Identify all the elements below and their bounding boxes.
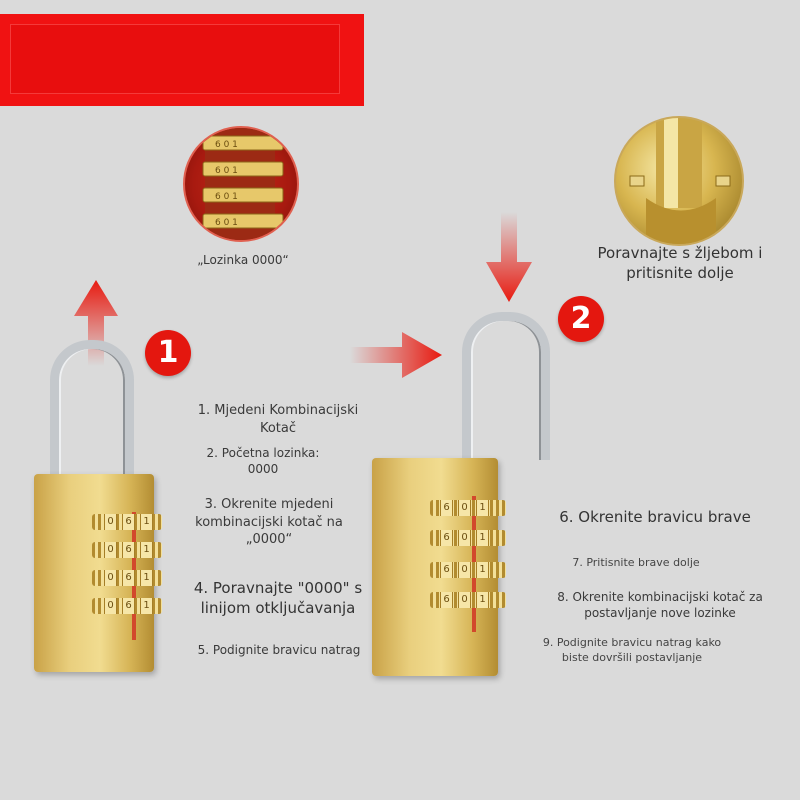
padlock-right: 6 0 1 6 0 1 6 0 1 6 0 1 [366, 300, 550, 680]
wheel-digit: 6 [122, 542, 135, 558]
lock-body-left: 0 6 1 0 6 1 0 6 1 0 6 1 [34, 474, 162, 672]
step-1-text: 1. Mjedeni Kombinacijski Kotač [197, 403, 359, 436]
zoom-label-right: Poravnajte s žljebom i pritisnite dolje [597, 244, 763, 283]
wheel-digit: 6 [122, 570, 135, 586]
wheel-digit: 0 [458, 530, 471, 546]
step-6-text: 6. Okrenite bravicu brave [559, 508, 751, 526]
red-banner [0, 14, 364, 106]
step-badge-2: 2 [558, 296, 604, 342]
shackle-right [462, 312, 550, 460]
wheel-digit: 1 [476, 530, 489, 546]
wheel-digit: 0 [104, 598, 117, 614]
wheel-digit: 6 [122, 514, 135, 530]
wheel-digit: 6 [440, 500, 453, 516]
wheel-digit: 0 [104, 542, 117, 558]
step-9-text: 9. Podignite bravicu natrag kako biste d… [542, 636, 722, 664]
wheel-row: 6 0 1 [430, 592, 506, 608]
step-4-text: 4. Poravnajte "0000" s linijom otključav… [193, 579, 363, 618]
wheel-digit: 6 [440, 530, 453, 546]
wheel-row: 0 6 1 [92, 514, 162, 530]
wheel-digit: 1 [140, 570, 153, 586]
step-5-text: 5. Podignite bravicu natrag [197, 643, 361, 657]
wheel-digit: 6 [122, 598, 135, 614]
wheel-zoom-circle: 6 0 1 6 0 1 6 0 1 6 0 1 [183, 126, 299, 242]
step-8-text: 8. Okrenite kombinacijski kotač za posta… [557, 590, 763, 621]
wheel-digit: 1 [140, 598, 153, 614]
step-7-text: 7. Pritisnite brave dolje [572, 556, 700, 569]
zoom-label-left: „Lozinka 0000“ [197, 253, 289, 267]
wheel-zoom-illustration: 6 0 1 6 0 1 6 0 1 6 0 1 [202, 128, 284, 240]
wheel-digit: 0 [104, 514, 117, 530]
svg-text:6 0 1: 6 0 1 [215, 166, 238, 176]
wheel-digit: 1 [476, 562, 489, 578]
svg-text:6 0 1: 6 0 1 [215, 192, 238, 202]
wheel-digit: 0 [104, 570, 117, 586]
wheel-row: 6 0 1 [430, 530, 506, 546]
arrow-right-icon [350, 332, 442, 378]
step-badge-1: 1 [145, 330, 191, 376]
groove-zoom-illustration [629, 118, 731, 244]
wheel-digit: 0 [458, 500, 471, 516]
groove-zoom-circle [614, 116, 744, 246]
wheel-digit: 1 [140, 514, 153, 530]
wheel-digit: 1 [476, 500, 489, 516]
svg-text:6 0 1: 6 0 1 [215, 140, 238, 150]
wheel-digit: 6 [440, 592, 453, 608]
wheel-digit: 1 [476, 592, 489, 608]
wheel-digit: 0 [458, 562, 471, 578]
wheel-digit: 0 [458, 592, 471, 608]
wheel-row: 0 6 1 [92, 598, 162, 614]
step-3-text: 3. Okrenite mjedeni kombinacijski kotač … [195, 497, 343, 548]
lock-body-right: 6 0 1 6 0 1 6 0 1 6 0 1 [372, 458, 506, 676]
wheel-row: 6 0 1 [430, 562, 506, 578]
arrow-up-icon [74, 280, 118, 366]
wheel-digit: 1 [140, 542, 153, 558]
padlock-left: 0 6 1 0 6 1 0 6 1 0 6 1 [30, 330, 162, 680]
shackle-left [50, 340, 134, 480]
banner-inner [10, 24, 340, 94]
step-2-text: 2. Početna lozinka: 0000 [206, 446, 320, 477]
wheel-row: 0 6 1 [92, 570, 162, 586]
arrow-down-icon [486, 212, 532, 302]
wheel-digit: 6 [440, 562, 453, 578]
wheel-row: 6 0 1 [430, 500, 506, 516]
wheel-row: 0 6 1 [92, 542, 162, 558]
svg-text:6 0 1: 6 0 1 [215, 218, 238, 228]
